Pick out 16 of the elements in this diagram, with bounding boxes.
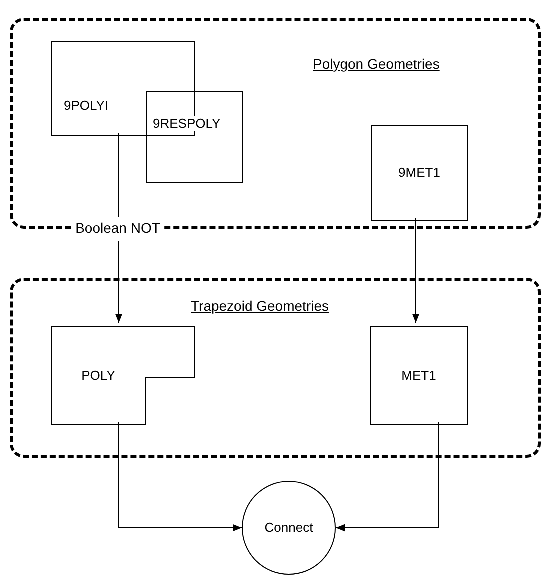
arrow: [336, 422, 440, 532]
edge-label: Boolean NOT: [76, 220, 160, 236]
layer-name: MET1: [402, 366, 436, 385]
node-label: Connect: [264, 519, 314, 538]
arrow: [412, 218, 420, 324]
layer-box: [146, 91, 243, 183]
layer-name: 9MET1: [398, 164, 440, 182]
arrow: [118, 422, 242, 532]
dashed-group-boundary: [10, 278, 541, 458]
group-heading: Trapezoid Geometries: [191, 298, 329, 314]
layer-name: 9POLYI: [64, 98, 109, 113]
layer-box: [370, 326, 468, 425]
group-heading: Polygon Geometries: [313, 56, 440, 72]
layer-name: POLY: [82, 366, 116, 385]
layer-box: [371, 125, 468, 221]
layer-name: 9RESPOLY: [153, 116, 221, 131]
